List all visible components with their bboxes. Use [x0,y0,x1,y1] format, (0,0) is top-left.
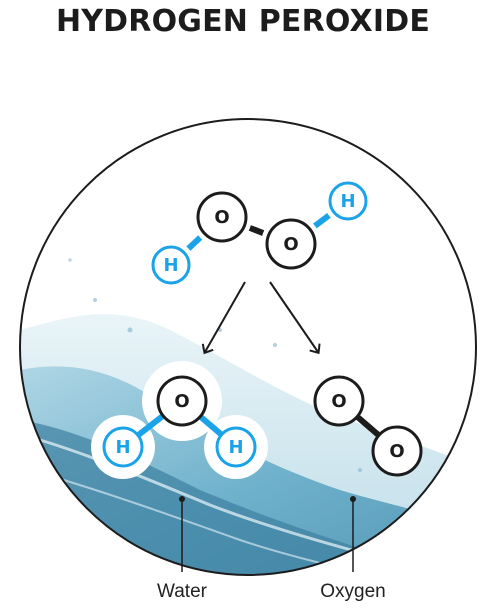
atom-hydrogen: H [147,241,195,289]
atom-oxygen: O [261,214,321,274]
oxygen-molecule: O O [313,375,423,477]
svg-text:H: H [115,437,130,458]
atom-oxygen: O [156,375,208,427]
atom-hydrogen: H [102,426,144,468]
water-molecule: O H H [91,361,268,479]
atom-oxygen: O [313,375,365,427]
atom-hydrogen: H [324,177,372,225]
svg-text:O: O [283,234,298,255]
svg-text:O: O [174,391,189,412]
oxygen-label: Oxygen [320,581,385,602]
svg-text:H: H [163,255,178,276]
arrow-to-water [201,281,246,355]
atom-oxygen: O [192,187,252,247]
svg-text:H: H [228,437,243,458]
svg-text:O: O [331,391,346,412]
atom-oxygen: O [371,425,423,477]
water-label: Water [157,581,208,602]
water-callout: Water [157,496,208,602]
arrow-to-oxygen [269,281,321,355]
circle-frame [19,118,477,576]
page-title: HYDROGEN PEROXIDE [55,4,431,39]
atom-hydrogen: H [215,426,257,468]
oxygen-callout: Oxygen [320,496,386,602]
svg-text:O: O [389,441,404,462]
svg-text:O: O [214,207,229,228]
svg-text:H: H [340,191,355,212]
